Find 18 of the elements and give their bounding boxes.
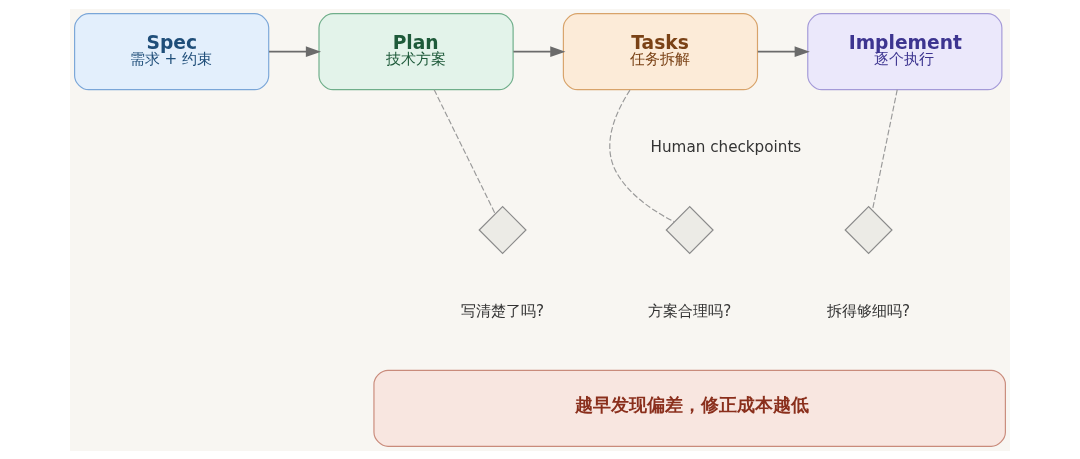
node-box: Implement 逐个执行: [807, 12, 1003, 90]
node-label: 写清楚了吗?: [461, 301, 545, 320]
node-label: 拆得够细吗?: [827, 301, 911, 320]
node-diamond: [478, 205, 527, 254]
node-box: Plan 技术方案: [318, 12, 514, 90]
arrow: [512, 45, 566, 57]
node-box: Tasks 任务拆解: [562, 12, 759, 90]
connector: [433, 88, 496, 214]
node-label: 方案合理吗?: [648, 301, 732, 320]
node-diamond: [665, 205, 714, 254]
label: Human checkpoints: [650, 137, 802, 156]
arrow: [268, 45, 322, 57]
connector: [871, 88, 898, 211]
node-box: 越早发现偏差，修正成本越低: [373, 369, 1006, 447]
connector: [609, 89, 675, 222]
node-diamond: [844, 205, 893, 254]
arrow: [756, 45, 810, 57]
node-box: Spec 需求 + 约束: [74, 12, 270, 90]
